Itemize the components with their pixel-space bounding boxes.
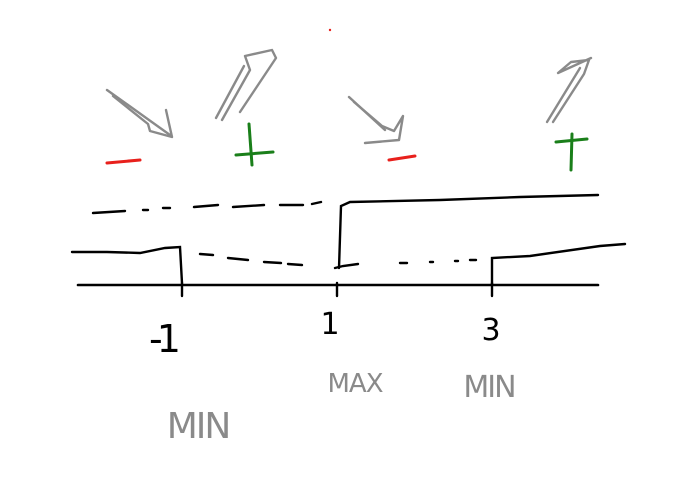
sign-interval-4: + (554, 132, 589, 172)
number-line (76, 281, 600, 298)
stray-dot (328, 28, 332, 32)
arrow-interval-4 (545, 56, 593, 124)
min-label-left: MIN (167, 406, 230, 447)
upper-step-function (91, 193, 600, 270)
down-right-arrow (105, 88, 172, 137)
max-label: MAX (327, 369, 382, 399)
lower-step-function (70, 242, 627, 286)
sign-interval-2: + (234, 122, 275, 167)
arrow-interval-2 (214, 48, 278, 122)
tick-label-3: 3 (481, 313, 500, 348)
arrow-interval-1 (105, 88, 174, 139)
up-right-arrow (545, 66, 582, 124)
arrow-interval-3 (347, 95, 405, 145)
sign-interval-1: − (105, 158, 142, 165)
up-right-arrow (214, 64, 246, 120)
sign-interval-3: − (387, 154, 417, 162)
tick-label-1: 1 (320, 307, 339, 342)
tick-label-minus-1: -1 (149, 317, 178, 361)
min-label-right: MIN (463, 370, 514, 405)
